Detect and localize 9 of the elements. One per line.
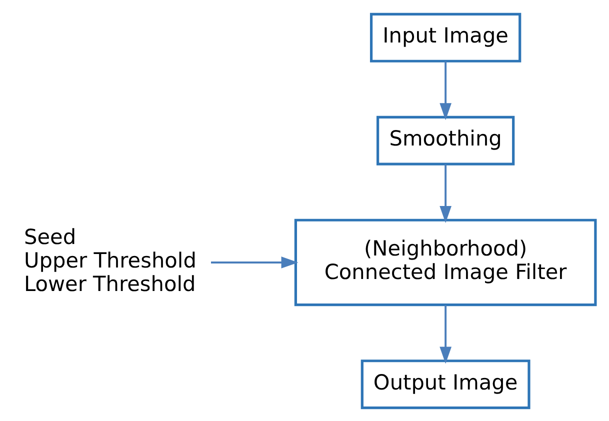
arrow: [211, 256, 298, 268]
node-box: Input Image: [370, 12, 522, 62]
node-box: (Neighborhood) Connected Image Filter: [294, 218, 597, 306]
arrow: [440, 60, 452, 120]
arrow: [440, 164, 452, 222]
node-text: Seed Upper Threshold Lower Threshold: [24, 224, 196, 296]
node-box: Output Image: [360, 359, 530, 409]
arrow: [440, 304, 452, 364]
node-box: Smoothing: [376, 115, 515, 165]
